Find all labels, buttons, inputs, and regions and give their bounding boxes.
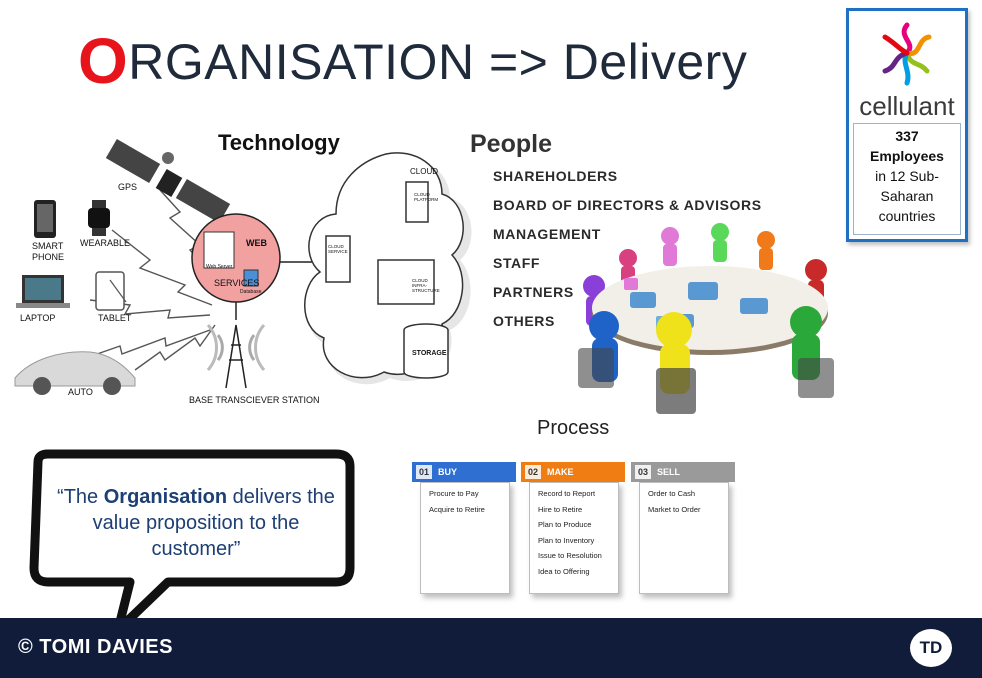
figure	[661, 227, 679, 266]
wearable-icon	[88, 200, 110, 236]
web-label: WEB	[246, 238, 267, 248]
car-icon	[14, 351, 136, 395]
cellulant-star-icon	[882, 22, 932, 86]
transceiver-tower-icon	[206, 302, 266, 389]
employee-info: 337 Employees in 12 Sub- Saharan countri…	[853, 123, 961, 235]
cloud-infrastructure-icon	[377, 259, 435, 305]
people-heading: People	[470, 130, 552, 158]
people-item: BOARD OF DIRECTORS & ADVISORS	[493, 197, 762, 213]
info-line-3: in 12 Sub-	[875, 168, 939, 184]
company-logo-card: cellulant 337 Employees in 12 Sub- Sahar…	[846, 8, 968, 242]
storage-icon	[403, 330, 449, 379]
smartphone-icon	[34, 200, 56, 238]
speech-bubble	[29, 449, 355, 635]
employee-count: 337	[895, 128, 919, 144]
people-item: OTHERS	[493, 313, 555, 329]
cloud-service-label: CLOUD SERVICE	[328, 244, 348, 254]
process-item: Acquire to Retire	[429, 504, 485, 514]
info-line-5: countries	[878, 208, 936, 224]
web-server-icon	[203, 231, 235, 269]
title-rest: RGANISATION => Delivery	[128, 34, 748, 90]
cloud-platform-icon	[405, 181, 429, 223]
process-body-make: Record to Report Hire to Retire Plan to …	[529, 482, 619, 594]
process-item: Idea to Offering	[538, 566, 590, 576]
process-item: Plan to Produce	[538, 520, 592, 529]
process-item: Hire to Retire	[538, 504, 583, 514]
process-item: Procure to Pay	[429, 489, 479, 498]
process-body-sell: Order to Cash Market to Order	[639, 482, 729, 594]
team-meeting-illustration	[578, 223, 834, 414]
slide-title: ORGANISATION => Delivery	[78, 24, 747, 98]
smart-phone-label-2: PHONE	[32, 252, 65, 262]
tablet-label: TABLET	[98, 313, 132, 323]
people-item: STAFF	[493, 255, 541, 271]
process-item: Issue to Resolution	[538, 551, 602, 560]
employee-unit: Employees	[870, 148, 944, 164]
people-item: MANAGEMENT	[493, 226, 601, 242]
storage-label: STORAGE	[412, 350, 447, 357]
people-item: PARTNERS	[493, 284, 574, 300]
footer-copyright: © TOMI DAVIES	[18, 636, 173, 658]
web-server-label: Web Server	[206, 264, 233, 270]
footer-bar	[0, 618, 982, 678]
tablet-icon	[95, 271, 127, 311]
cloud-platform-label: CLOUD PLATFORM	[414, 192, 439, 202]
laptop-icon	[16, 275, 70, 308]
process-item: Market to Order	[648, 504, 701, 514]
cloud-service-icon	[325, 235, 351, 283]
wearable-label: WEARABLE	[80, 238, 131, 248]
process-body-buy: Procure to Pay Acquire to Retire	[420, 482, 510, 594]
cloud-infrastructure-label: CLOUD INFRA-STRUCTURE	[412, 278, 440, 293]
quote-text: “The Organisation delivers the value pro…	[57, 486, 335, 560]
auto-label: AUTO	[68, 387, 93, 397]
logo-wordmark: cellulant	[859, 91, 955, 121]
process-item: Record to Report	[538, 489, 596, 498]
technology-heading: Technology	[218, 130, 340, 155]
database-icon	[243, 269, 259, 287]
title-first-letter: O	[78, 25, 129, 97]
database-label: Database	[240, 289, 262, 295]
process-heading: Process	[537, 417, 610, 439]
td-logo-icon: TD	[910, 629, 952, 667]
cloud-diagram	[304, 152, 472, 385]
laptop-label: LAPTOP	[20, 313, 56, 323]
satellite-icon	[105, 138, 231, 224]
technology-diagram	[14, 138, 322, 395]
cloud-label: CLOUD	[410, 167, 439, 176]
services-label: SERVICES	[214, 278, 260, 288]
info-line-4: Saharan	[880, 188, 934, 204]
people-list: SHAREHOLDERS BOARD OF DIRECTORS & ADVISO…	[493, 168, 762, 342]
people-item: SHAREHOLDERS	[493, 168, 618, 184]
process-item: Plan to Inventory	[538, 535, 595, 545]
smart-phone-label-1: SMART	[32, 241, 64, 251]
gps-label: GPS	[118, 182, 138, 192]
process-item: Order to Cash	[648, 489, 696, 498]
base-station-label: BASE TRANSCIEVER STATION	[189, 395, 320, 405]
